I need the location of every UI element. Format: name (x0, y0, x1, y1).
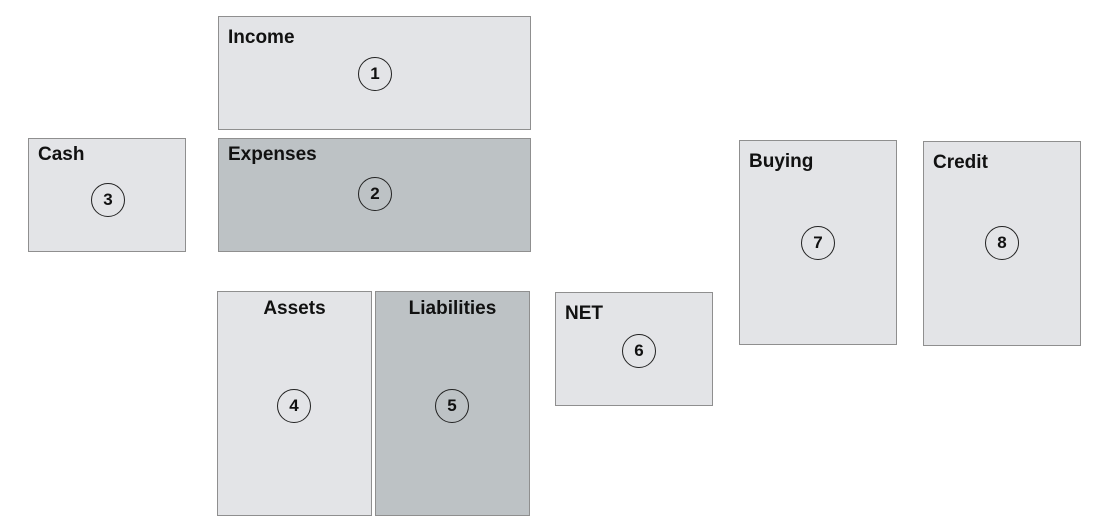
buying-label: Buying (749, 151, 814, 172)
income-panel: Income 1 (218, 16, 531, 130)
liabilities-number-badge: 5 (435, 389, 469, 423)
buying-number-badge: 7 (801, 226, 835, 260)
credit-label: Credit (933, 152, 988, 173)
assets-panel: Assets 4 (217, 291, 372, 516)
cash-number-badge: 3 (91, 183, 125, 217)
expenses-number-badge: 2 (358, 177, 392, 211)
assets-number-badge: 4 (277, 389, 311, 423)
buying-panel: Buying 7 (739, 140, 897, 345)
net-label: NET (565, 303, 603, 324)
net-number-badge: 6 (622, 334, 656, 368)
cash-panel: Cash 3 (28, 138, 186, 252)
assets-label: Assets (263, 298, 326, 319)
credit-number-badge: 8 (985, 226, 1019, 260)
liabilities-panel: Liabilities 5 (375, 291, 530, 516)
income-label: Income (228, 27, 295, 48)
income-number-badge: 1 (358, 57, 392, 91)
credit-panel: Credit 8 (923, 141, 1081, 346)
net-panel: NET 6 (555, 292, 713, 406)
cash-label: Cash (38, 144, 85, 165)
expenses-label: Expenses (228, 144, 317, 165)
liabilities-label: Liabilities (408, 298, 497, 319)
expenses-panel: Expenses 2 (218, 138, 531, 252)
